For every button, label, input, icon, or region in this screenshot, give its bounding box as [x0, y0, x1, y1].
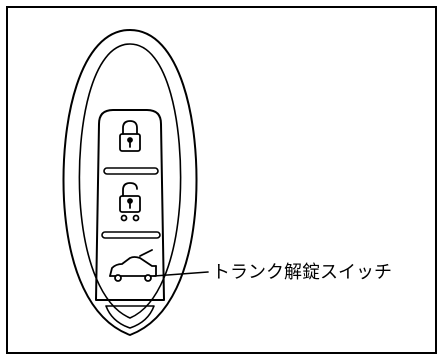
- key-fob-bottom-tip: [105, 305, 155, 329]
- key-fob-inner-shell: [78, 43, 182, 319]
- figure-frame: [6, 6, 437, 354]
- lock-icon: [119, 120, 141, 152]
- trunk-unlock-switch-label: トランク解錠スイッチ: [212, 262, 392, 283]
- trunk-icon: [109, 249, 157, 282]
- button-panel: [95, 109, 165, 301]
- separator-lower: [101, 231, 161, 239]
- callout-leader-line: [153, 271, 209, 277]
- unlock-icon: [119, 182, 141, 222]
- key-fob-outer-shell: [62, 29, 198, 336]
- separator-upper: [103, 167, 159, 175]
